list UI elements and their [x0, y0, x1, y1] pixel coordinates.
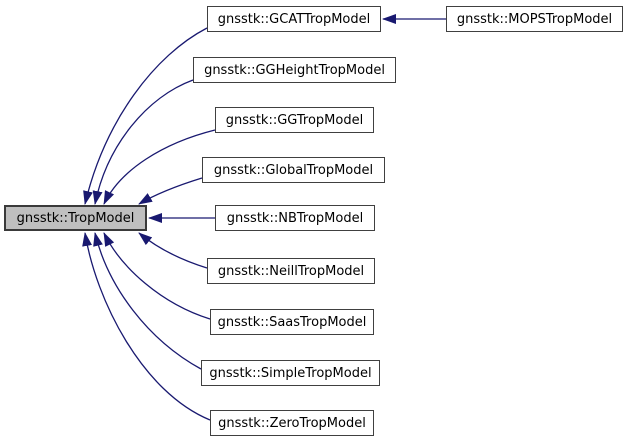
- class-node-tropmodel: gnsstk::TropModel: [4, 205, 147, 231]
- edge-zero-to-tropmodel: [82, 232, 211, 421]
- edge-neill-to-tropmodel: [138, 232, 208, 269]
- edge-global-to-tropmodel: [138, 177, 203, 205]
- edge-simple-to-tropmodel: [93, 232, 202, 370]
- edge-ggheight-to-tropmodel: [92, 79, 194, 205]
- class-node-simpletropmodel[interactable]: gnsstk::SimpleTropModel: [201, 360, 380, 386]
- class-node-ggtropmodel[interactable]: gnsstk::GGTropModel: [215, 107, 374, 133]
- class-node-nbtropmodel[interactable]: gnsstk::NBTropModel: [215, 205, 375, 231]
- edge-gcat-to-tropmodel: [83, 27, 208, 205]
- class-node-ggheighttropmodel[interactable]: gnsstk::GGHeightTropModel: [193, 57, 396, 83]
- class-node-globaltropmodel[interactable]: gnsstk::GlobalTropModel: [202, 157, 385, 183]
- edge-saas-to-tropmodel: [103, 232, 211, 320]
- edge-gg-to-tropmodel: [103, 129, 216, 205]
- class-node-zerotropmodel[interactable]: gnsstk::ZeroTropModel: [210, 410, 374, 436]
- class-node-gcattropmodel[interactable]: gnsstk::GCATTropModel: [207, 6, 381, 32]
- class-node-mopstropmodel[interactable]: gnsstk::MOPSTropModel: [446, 6, 623, 32]
- class-node-neilltropmodel[interactable]: gnsstk::NeillTropModel: [207, 258, 375, 284]
- class-node-saastropmodel[interactable]: gnsstk::SaasTropModel: [210, 309, 374, 335]
